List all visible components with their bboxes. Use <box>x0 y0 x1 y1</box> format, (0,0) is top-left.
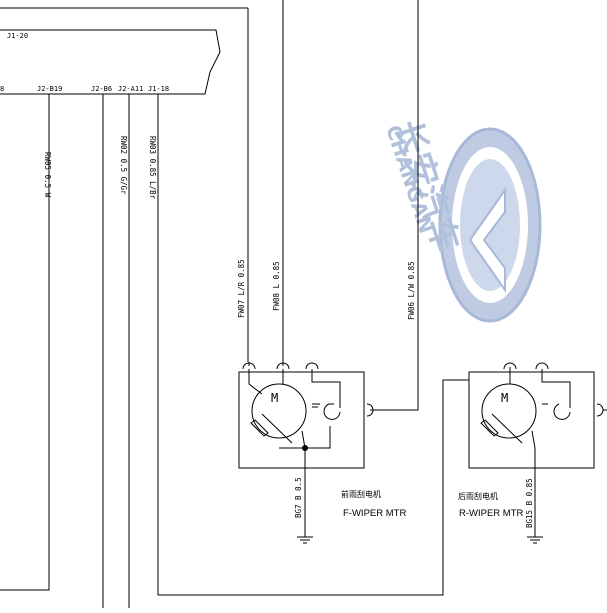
wire-fw06 <box>370 0 419 411</box>
connector-pin-j2-a11: J2-A11 <box>118 85 143 93</box>
rear-motor-label-en: R-WIPER MTR <box>459 508 524 519</box>
connector-pin-j2-b6: J2-B6 <box>91 85 112 93</box>
changan-watermark: 长安汽车 CHANGAN <box>381 115 542 323</box>
connector-block <box>0 7 248 95</box>
wire-label-bg7: BG7 B 0.5 <box>294 477 303 518</box>
front-wiper-motor <box>238 362 374 469</box>
wire-label-rw05: RW05 0.5 W <box>43 152 52 198</box>
front-motor-label-en: F-WIPER MTR <box>343 508 406 519</box>
wire-label-fw07: FW07 L/R 0.85 <box>237 259 246 318</box>
ground-icon <box>297 536 313 544</box>
connector-pin-j2-b19: J2-B19 <box>37 85 62 93</box>
wire-label-fw08: FW08 L 0.85 <box>272 261 281 311</box>
connector-top-label: J1-20 <box>7 32 28 40</box>
front-motor-symbol: M <box>271 391 278 405</box>
wire-label-bg15: BG15 B 0.85 <box>525 478 534 528</box>
ground-icon <box>527 536 543 544</box>
rear-wiper-motor <box>468 362 607 469</box>
front-motor-label-cn: 前雨刮电机 <box>341 489 381 499</box>
connector-pin-8: 8 <box>0 85 4 93</box>
wire-label-fw06: FW06 L/W 0.85 <box>407 261 416 320</box>
wire-label-rw02: RW02 0.5 G/Gr <box>119 136 128 195</box>
wire-rw05 <box>0 94 50 591</box>
wire-label-rw03: RW03 0.85 L/Br <box>148 136 157 200</box>
rear-motor-symbol: M <box>501 391 508 405</box>
connector-pin-j1-18: J1-18 <box>148 85 169 93</box>
wires <box>0 0 536 608</box>
junction-dot <box>302 445 308 451</box>
rear-motor-label-cn: 后雨刮电机 <box>458 491 498 501</box>
